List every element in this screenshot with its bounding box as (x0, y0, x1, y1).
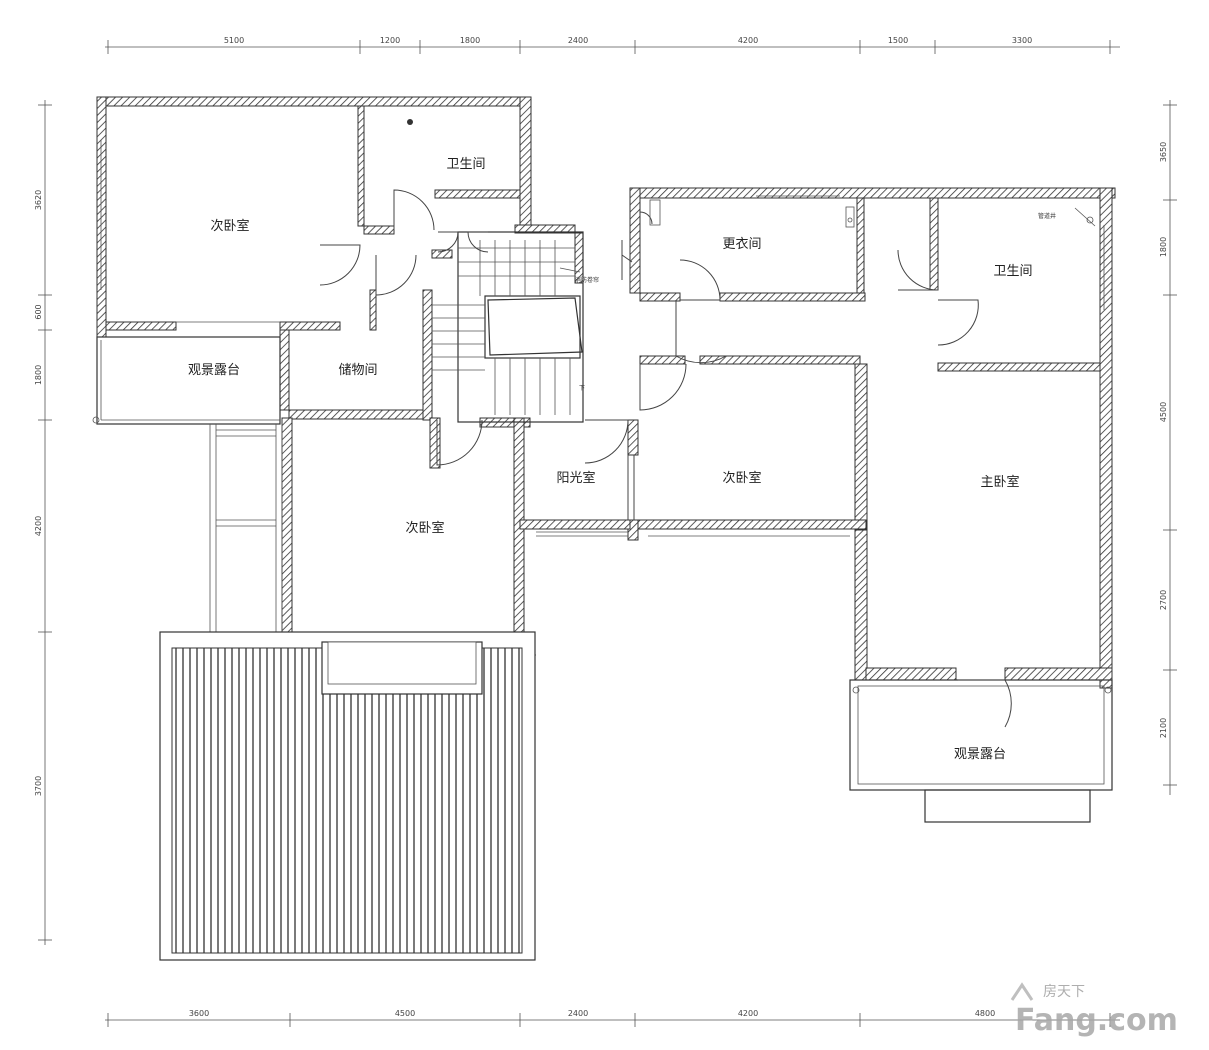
watermark-brand-cn: 房天下 (1043, 984, 1085, 1000)
dimension-lines (38, 40, 1177, 1027)
room-label-master-bedroom: 主卧室 (980, 474, 1019, 490)
note-down: 下 (579, 385, 585, 392)
room-label-bedroom-nw: 次卧室 (210, 218, 249, 234)
dim-top-5: 4200 (738, 36, 758, 45)
fixtures (407, 119, 1112, 694)
dim-right-3: 4500 (1159, 402, 1168, 422)
dim-top-4: 2400 (568, 36, 588, 45)
room-label-storage: 储物间 (338, 363, 377, 378)
dim-bottom-2: 4500 (395, 1009, 415, 1018)
dim-left-5: 3700 (34, 776, 43, 796)
room-label-sunroom: 阳光室 (556, 470, 595, 486)
room-label-bath-east: 卫生间 (993, 264, 1032, 279)
walls (96, 96, 1116, 689)
room-label-closet: 更衣间 (722, 236, 761, 252)
dim-bottom-3: 2400 (568, 1009, 588, 1018)
note-stair: 消防卷帘 (575, 276, 599, 284)
door-swings (319, 189, 1012, 728)
staircase (432, 231, 584, 423)
dim-right-1: 3650 (1159, 142, 1168, 162)
dim-top-1: 5100 (224, 36, 244, 45)
dim-left-4: 4200 (34, 516, 43, 536)
room-label-bedroom-mid: 次卧室 (722, 470, 761, 486)
dim-top-2: 1200 (380, 36, 400, 45)
dimension-labels: 5100 1200 1800 2400 4200 1500 3300 3600 … (34, 36, 1168, 1018)
watermark-brand: Fang.com (1015, 1003, 1178, 1038)
dim-top-6: 1500 (888, 36, 908, 45)
note-shaft: 管道井 (1038, 212, 1056, 220)
dim-bottom-1: 3600 (189, 1009, 209, 1018)
room-label-bedroom-sw: 次卧室 (405, 520, 444, 536)
watermark-logo: 房天下 Fang.com (1010, 982, 1178, 1038)
deck (159, 631, 536, 961)
dim-bottom-5: 4800 (975, 1009, 995, 1018)
plan-notes: 消防卷帘 下 管道井 (575, 212, 1056, 392)
dim-right-2: 1800 (1159, 237, 1168, 257)
dim-right-5: 2100 (1159, 718, 1168, 738)
room-label-terrace-west: 观景露台 (188, 363, 240, 378)
dim-left-2: 600 (34, 304, 43, 319)
room-labels: 次卧室 卫生间 观景露台 储物间 更衣间 卫生间 阳光室 次卧室 主卧室 次卧室… (188, 157, 1033, 762)
dim-right-4: 2700 (1159, 590, 1168, 610)
dim-top-7: 3300 (1012, 36, 1032, 45)
dim-bottom-4: 4200 (738, 1009, 758, 1018)
dim-left-3: 1800 (34, 365, 43, 385)
room-label-terrace-se: 观景露台 (954, 747, 1006, 762)
dim-left-1: 3620 (34, 190, 43, 210)
room-label-bath-north: 卫生间 (446, 157, 485, 172)
dim-top-3: 1800 (460, 36, 480, 45)
